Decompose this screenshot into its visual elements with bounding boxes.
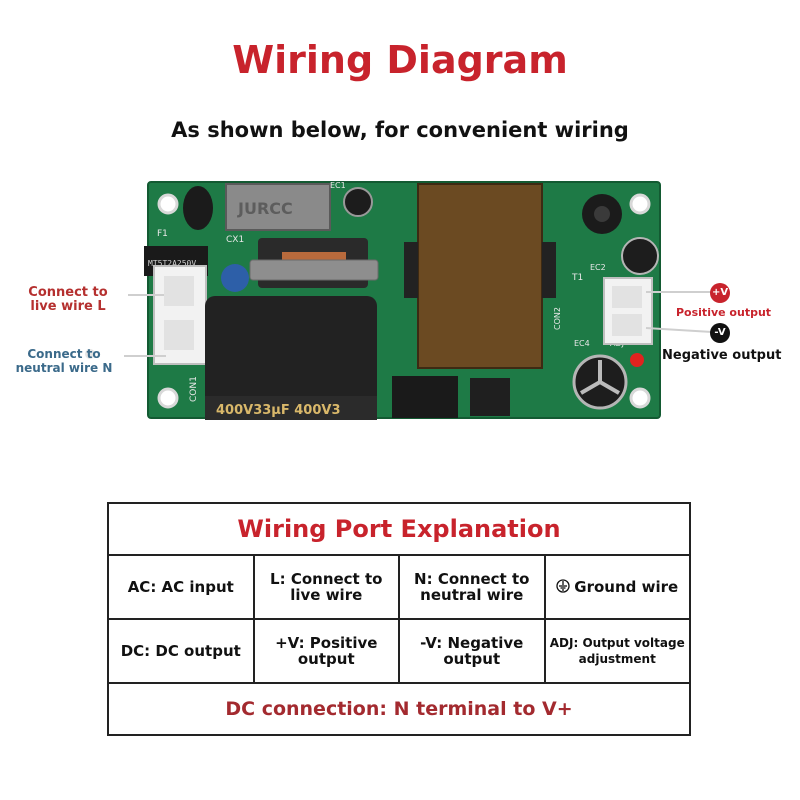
- silk-ec2: EC2: [590, 263, 606, 272]
- cell-live-wire: L: Connect to live wire: [252, 554, 400, 620]
- table-row: DC: DC output +V: Positive output -V: Ne…: [107, 618, 691, 684]
- page-subtitle: As shown below, for convenient wiring: [171, 118, 629, 142]
- transformer: [417, 183, 543, 369]
- silk-con2: CON2: [553, 307, 562, 330]
- silk-t1: T1: [571, 273, 583, 283]
- table-row: AC: AC input L: Connect to live wire N: …: [107, 554, 691, 620]
- red-led: [630, 353, 644, 367]
- leader-negative: [645, 327, 713, 333]
- cell-negative-output: -V: Negative output: [398, 618, 546, 684]
- positive-badge: +V: [710, 283, 730, 303]
- label-live-wire: Connect to live wire L: [28, 285, 108, 314]
- silk-ec4: EC4: [574, 339, 590, 348]
- ground-wire-label: Ground wire: [574, 577, 679, 596]
- line-filter: [225, 183, 331, 231]
- mounting-holes: [157, 193, 651, 409]
- label-negative-output: Negative output: [662, 348, 782, 363]
- cell-neutral-wire: N: Connect to neutral wire: [398, 554, 546, 620]
- silk-con1: CON1: [189, 376, 199, 402]
- blue-capacitor: [221, 264, 249, 292]
- silk-f1: F1: [157, 229, 168, 239]
- cell-ac-input: AC: AC input: [107, 554, 255, 620]
- table-footer: DC connection: N terminal to V+: [107, 682, 691, 736]
- cell-positive-output: +V: Positive output: [252, 618, 400, 684]
- silk-cx1: CX1: [226, 235, 244, 245]
- filter-text: JURCC: [237, 199, 293, 218]
- fuse-component: [183, 186, 213, 230]
- pcb-board-illustration: MT5T2A250V F1 JURCC CX1 CON1 400V33µF 40…: [85, 181, 713, 420]
- table-header: Wiring Port Explanation: [107, 502, 691, 556]
- page-title: Wiring Diagram: [232, 38, 568, 82]
- fuse-text: MT5T2A250V: [148, 259, 196, 268]
- silk-ec1: EC1: [330, 181, 346, 190]
- ground-icon: [556, 578, 570, 593]
- cell-dc-output: DC: DC output: [107, 618, 255, 684]
- capacitor-text: 400V33µF 400V3: [216, 403, 341, 418]
- wiring-port-table: Wiring Port Explanation AC: AC input L: …: [107, 502, 691, 736]
- label-neutral-wire: Connect to neutral wire N: [15, 347, 113, 375]
- small-capacitor: [343, 187, 373, 217]
- label-positive-output: Positive output: [676, 306, 772, 319]
- cell-adj: ADJ: Output voltage adjustment: [543, 618, 691, 684]
- ic-chip: [392, 376, 458, 418]
- output-capacitor-1: [621, 237, 659, 275]
- negative-badge: -V: [710, 323, 730, 343]
- electrolytic-capacitor: [205, 296, 377, 420]
- cell-ground-wire: Ground wire: [543, 554, 691, 620]
